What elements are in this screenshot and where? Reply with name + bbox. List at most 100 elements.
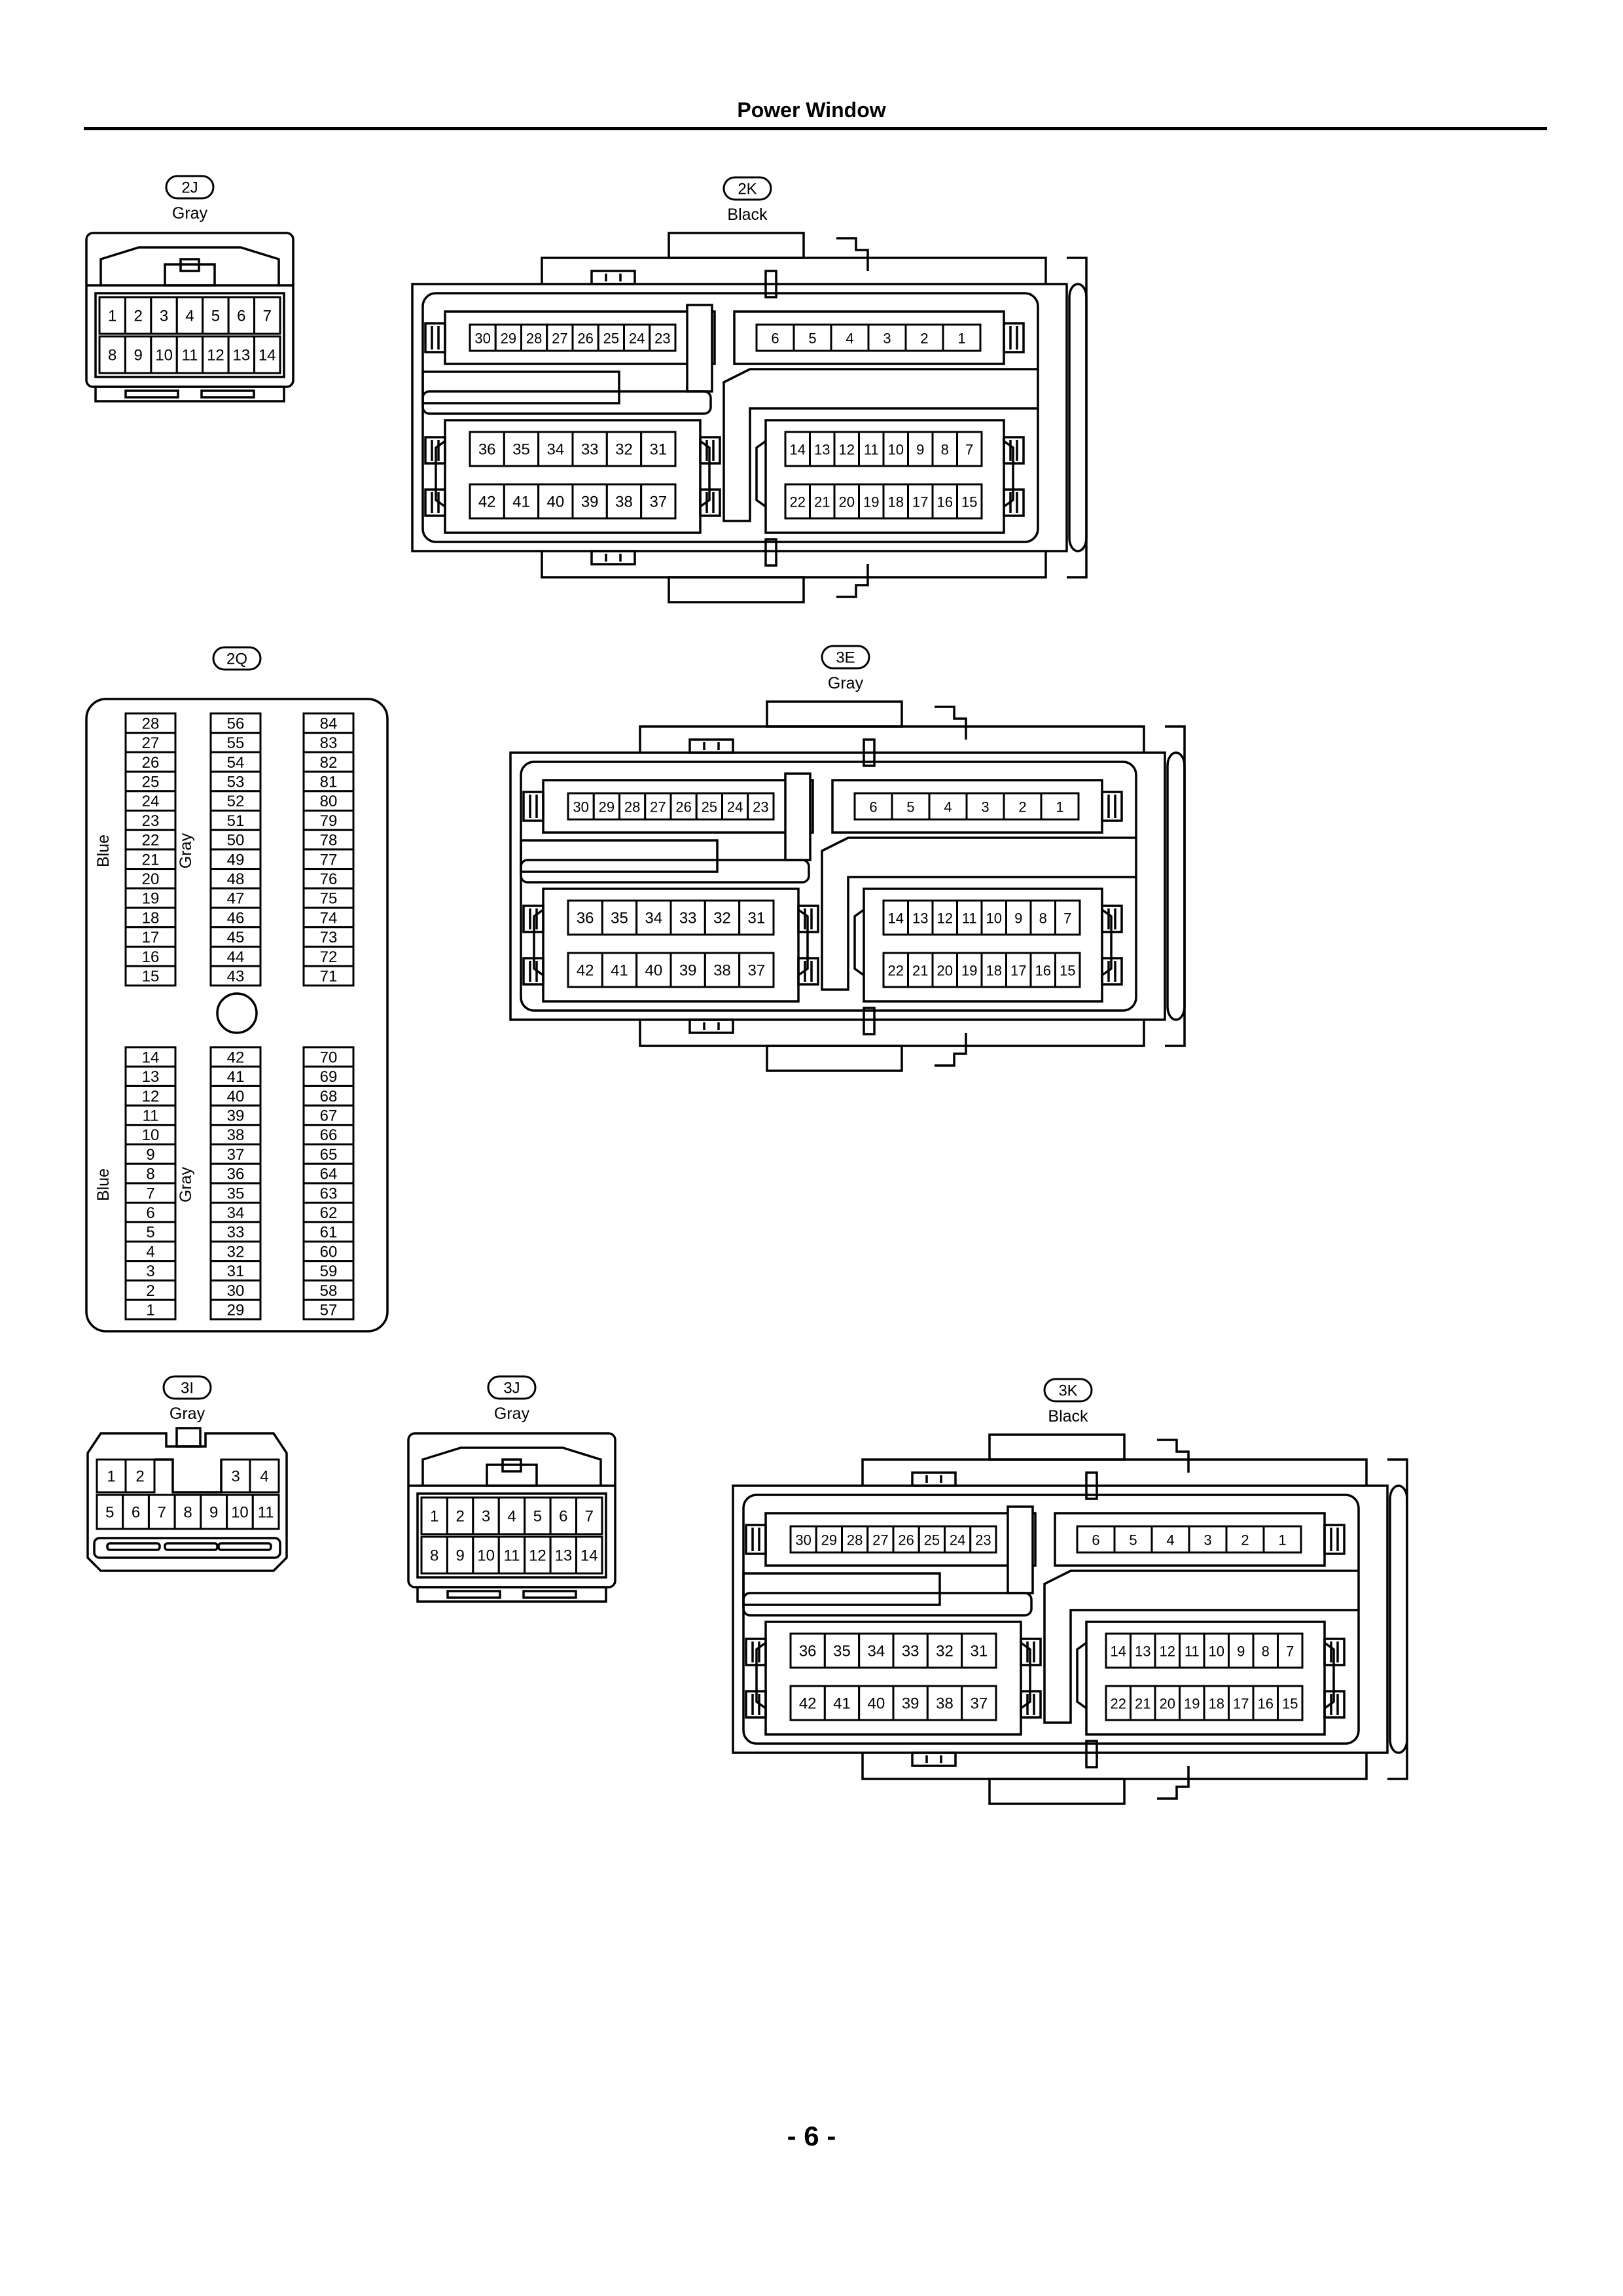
pin-label: 31 — [649, 441, 667, 459]
pin-label: 6 — [869, 799, 877, 816]
pin-cell — [549, 1535, 578, 1575]
pin-cell — [124, 848, 177, 870]
pin-cell — [1252, 1685, 1279, 1721]
housing-outline — [853, 908, 865, 977]
pin-label: 2 — [1241, 1532, 1249, 1549]
pin-cell — [497, 1496, 526, 1535]
housing-outline — [755, 440, 767, 508]
pin-label: 4 — [944, 799, 952, 816]
pin-cell — [124, 829, 177, 851]
pin-cell — [124, 1299, 177, 1321]
pin-cell — [567, 792, 595, 821]
pin-cell — [747, 792, 775, 821]
pin-cell — [704, 899, 741, 936]
pin-cell — [841, 1525, 869, 1554]
housing-outline — [797, 905, 819, 933]
housing-outline — [1323, 1638, 1346, 1666]
housing-outline — [1157, 1766, 1190, 1800]
pin-label: 73 — [320, 929, 338, 946]
housing-outline — [542, 888, 800, 1003]
pin-label: 2Q — [226, 651, 247, 668]
pin-label: 6 — [559, 1508, 567, 1526]
pin-label: 6 — [1092, 1532, 1099, 1549]
pin-label: 29 — [501, 331, 516, 347]
housing-outline — [742, 1494, 1360, 1745]
pin-label: 40 — [867, 1695, 885, 1713]
pin-cell — [1130, 1685, 1156, 1721]
pin-label: 28 — [847, 1532, 863, 1549]
pin-cell — [815, 1525, 843, 1554]
pin-label: 54 — [227, 754, 245, 772]
pin-label: 5 — [211, 308, 220, 325]
housing-outline — [179, 258, 200, 272]
pin-label: 1 — [107, 1468, 115, 1486]
housing-outline — [1003, 488, 1025, 517]
pin-label: 7 — [965, 442, 973, 458]
pin-cell — [209, 965, 262, 987]
housing-outline — [1157, 1439, 1190, 1473]
pin-label: 52 — [227, 793, 245, 810]
connector-color-label: Black — [1048, 1407, 1088, 1426]
pin-cell — [1228, 1632, 1255, 1669]
pin-cell — [1252, 1632, 1279, 1669]
pin-cell — [446, 1535, 474, 1575]
pin-cell — [209, 1104, 262, 1126]
pin-label: 22 — [888, 963, 904, 979]
pin-label: 42 — [478, 493, 496, 511]
pin-label: 11 — [864, 442, 879, 458]
pin-label: 61 — [320, 1224, 338, 1242]
connector-2Q: 2Q28272625242322212019181716155655545352… — [85, 646, 389, 1333]
pin-label: 12 — [529, 1547, 546, 1565]
housing-outline — [590, 270, 636, 285]
pin-label: 4 — [507, 1508, 516, 1526]
pin-label: 6 — [132, 1504, 140, 1522]
pin-label: 10 — [155, 347, 173, 365]
pin-label: 41 — [833, 1695, 851, 1713]
housing-outline — [446, 1590, 501, 1599]
pin-label: 13 — [142, 1068, 160, 1086]
pin-cell — [209, 1279, 262, 1301]
pin-cell — [1228, 1685, 1255, 1721]
housing-outline — [533, 908, 544, 977]
pin-label: 15 — [142, 967, 160, 985]
housing-outline — [745, 1690, 767, 1719]
pin-label: 72 — [320, 948, 338, 966]
pin-label: 7 — [1063, 910, 1071, 927]
housing-outline — [836, 237, 869, 271]
pin-label: 37 — [649, 493, 667, 511]
pin-label: 11 — [962, 910, 977, 927]
pin-cell — [175, 296, 204, 335]
pin-cell — [302, 1299, 355, 1321]
pin-label: 3 — [981, 799, 989, 816]
housing-outline — [501, 1458, 522, 1473]
pin-label: 8 — [146, 1166, 154, 1183]
pin-cell — [209, 732, 262, 753]
pin-cell — [226, 1494, 254, 1530]
housing-outline — [688, 1018, 734, 1034]
housing-outline — [1007, 1505, 1034, 1594]
housing-outline — [1085, 1471, 1098, 1500]
housing-outline — [1101, 791, 1123, 822]
pin-label: 30 — [227, 1282, 245, 1300]
pin-cell — [420, 1535, 448, 1575]
pin-cell — [124, 751, 177, 773]
pin-cell — [302, 965, 355, 987]
housing-outline — [1003, 440, 1014, 508]
pin-label: 9 — [209, 1504, 218, 1522]
housing-outline — [722, 391, 1038, 522]
pin-label: 15 — [1282, 1696, 1298, 1712]
pin-label: 40 — [546, 493, 564, 511]
pin-label: 30 — [795, 1532, 811, 1549]
connector-color-label: Gray — [172, 204, 208, 223]
connector-id-badge — [722, 176, 772, 201]
pin-cell — [209, 712, 262, 734]
pin-cell — [124, 945, 177, 967]
housing-outline — [1020, 1690, 1042, 1719]
pin-label: 5 — [906, 799, 914, 816]
pin-cell — [858, 1685, 895, 1721]
pin-cell — [907, 431, 934, 467]
pin-cell — [1179, 1685, 1205, 1721]
housing-outline — [821, 860, 1136, 991]
pin-label: 19 — [863, 494, 879, 511]
